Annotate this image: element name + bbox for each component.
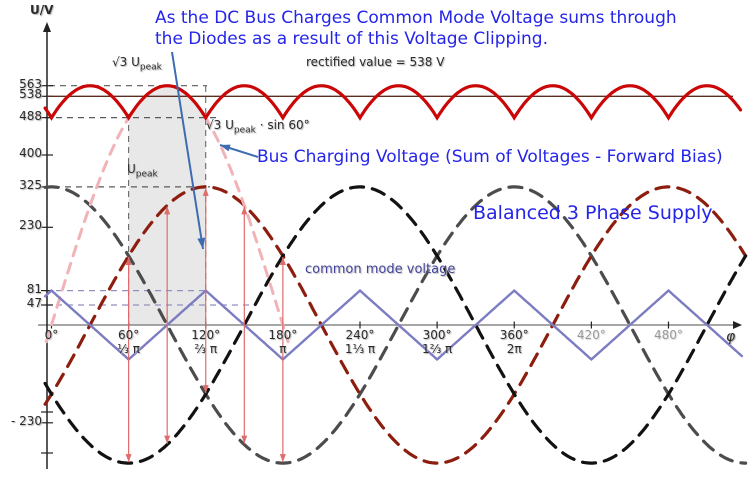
- x-tick-label: 360°: [499, 328, 529, 342]
- x-tick-radian-label: 2π: [506, 342, 522, 356]
- y-axis-unit-label: U/V: [30, 3, 54, 17]
- y-tick-label: 563: [19, 76, 42, 91]
- annotation-title-line2: the Diodes as a result of this Voltage C…: [155, 29, 549, 49]
- rectified-value-label: rectified value = 538 V: [306, 55, 445, 69]
- x-tick-radian-label: 1⅓ π: [344, 342, 376, 356]
- x-tick-label: 300°: [422, 328, 452, 342]
- sqrt3-upeak-sin-main: √3 U: [206, 118, 234, 132]
- bus-charging-label: Bus Charging Voltage (Sum of Voltages - …: [257, 147, 723, 167]
- x-tick-radian-label: ⅓ π: [117, 342, 140, 356]
- sqrt3-upeak-main: √3 U: [112, 55, 140, 69]
- x-tick-label: 480°: [654, 328, 683, 342]
- y-tick-label: 538: [19, 87, 42, 102]
- sqrt3-upeak-sub: peak: [139, 62, 162, 73]
- sqrt3-upeak-sin60-label: √3 Upeak · sin 60°: [206, 118, 310, 136]
- upeak-main: U: [127, 162, 136, 176]
- x-tick-label: 180°: [268, 328, 298, 342]
- upeak-sub: peak: [135, 169, 158, 180]
- balanced-supply-label: Balanced 3 Phase Supply: [473, 202, 713, 224]
- y-tick-label: - 230: [10, 413, 42, 428]
- x-tick-radian-label: 1⅔ π: [421, 342, 453, 356]
- x-tick-label: 0°: [44, 328, 59, 342]
- y-tick-label: 488: [19, 108, 42, 123]
- x-tick-radian-label: ⅔ π: [194, 342, 218, 356]
- sqrt3-upeak-sin-tail: · sin 60°: [255, 118, 310, 132]
- sqrt3-upeak-sin-sub: peak: [233, 125, 256, 136]
- phi-axis-label: φ: [726, 329, 736, 345]
- annotation-title-line1: As the DC Bus Charges Common Mode Voltag…: [155, 8, 677, 28]
- y-tick-label: 325: [19, 177, 42, 192]
- y-tick-label: 230: [19, 218, 42, 233]
- common-mode-label: common mode voltage: [305, 262, 456, 277]
- sqrt3-upeak-label: √3 Upeak: [112, 55, 162, 73]
- y-tick-label: 47: [26, 296, 42, 311]
- x-tick-label: 240°: [345, 328, 375, 342]
- x-tick-label: 120°: [191, 328, 221, 342]
- y-tick-label: 81: [26, 281, 42, 296]
- y-tick-label: 400: [19, 146, 42, 160]
- upeak-label: Upeak: [127, 162, 158, 180]
- x-tick-label: 60°: [117, 328, 140, 342]
- x-tick-label: 420°: [576, 328, 606, 342]
- x-tick-radian-label: π: [279, 342, 287, 356]
